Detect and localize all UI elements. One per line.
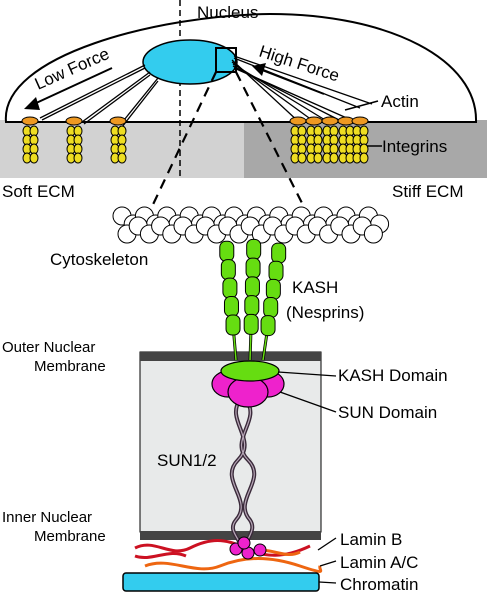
spectrin-repeat xyxy=(222,277,238,299)
spectrin-repeat xyxy=(243,313,259,335)
outer-membrane-label-line1: Outer Nuclear xyxy=(2,339,95,356)
inner-nuclear-membrane xyxy=(140,531,321,540)
integrin xyxy=(109,116,127,164)
low-force-arrow xyxy=(24,67,113,110)
cytoskeleton-beads xyxy=(112,206,390,244)
spectrin-repeat xyxy=(265,278,281,300)
cytoskeleton-label: Cytoskeleton xyxy=(50,250,148,269)
kash-label-line1: KASH xyxy=(292,278,338,297)
integrin xyxy=(305,116,323,164)
integrins-label: Integrins xyxy=(382,137,447,156)
zoom-line-right xyxy=(235,71,309,216)
nesprin-chain xyxy=(260,242,287,361)
sun-coiled-coil-inner xyxy=(231,399,255,551)
spectrin-repeat xyxy=(244,295,260,317)
outer-membrane-label-line2: Membrane xyxy=(34,358,106,375)
lamin-ac-wave xyxy=(144,557,323,573)
nucleus-label: Nucleus xyxy=(197,3,258,22)
spectrin-repeat xyxy=(263,296,279,318)
high-force-arrow xyxy=(252,63,325,95)
spectrin-repeat xyxy=(219,240,235,262)
integrin xyxy=(289,116,307,164)
spectrin-repeat xyxy=(268,260,284,282)
integrin xyxy=(65,116,83,164)
actin-bead xyxy=(363,224,383,244)
lamin-b-wave-2 xyxy=(134,551,187,559)
integrin xyxy=(351,116,369,164)
spectrin-repeat xyxy=(260,315,276,337)
actin-label: Actin xyxy=(381,92,419,111)
spectrin-repeat xyxy=(223,296,239,318)
nesprin-chain xyxy=(219,240,241,361)
kash-domain-label: KASH Domain xyxy=(338,366,448,385)
chromatin-label: Chromatin xyxy=(340,575,418,594)
stiff-ecm-label: Stiff ECM xyxy=(392,182,463,201)
integrin xyxy=(337,116,355,164)
outer-nuclear-membrane xyxy=(140,352,321,361)
integrin-group xyxy=(21,116,369,164)
integrin xyxy=(321,116,339,164)
lamin-ac-label: Lamin A/C xyxy=(340,553,418,572)
sun-nucleoplasmic-beads xyxy=(229,536,267,560)
spectrin-repeat xyxy=(244,276,260,298)
inner-membrane-label-line2: Membrane xyxy=(34,528,106,545)
soft-ecm-label: Soft ECM xyxy=(2,182,75,201)
sun-domain-label: SUN Domain xyxy=(338,403,437,422)
lamin-b-wave xyxy=(134,539,311,557)
spectrin-repeat xyxy=(271,242,287,264)
zoom-line-left xyxy=(147,71,217,216)
spectrin-repeat xyxy=(220,259,236,281)
spectrin-repeat xyxy=(246,238,262,260)
sun12-label: SUN1/2 xyxy=(157,451,217,470)
spectrin-repeat xyxy=(225,314,241,336)
lamin-b-label: Lamin B xyxy=(340,530,402,549)
integrin xyxy=(21,116,39,164)
inner-membrane-label-line1: Inner Nuclear xyxy=(2,509,92,526)
zoom-box xyxy=(215,47,237,73)
spectrin-repeat xyxy=(245,257,261,279)
kash-nesprin-chains xyxy=(219,238,287,361)
nucleus xyxy=(142,39,238,85)
actin-leader xyxy=(344,100,379,111)
lower-leaders xyxy=(277,371,337,584)
chromatin-bar xyxy=(122,572,320,592)
kash-label-line2: (Nesprins) xyxy=(286,303,364,322)
nesprin-chain xyxy=(243,238,262,361)
kash-domain-blob xyxy=(220,360,280,382)
actin-fibers-left xyxy=(39,64,159,128)
